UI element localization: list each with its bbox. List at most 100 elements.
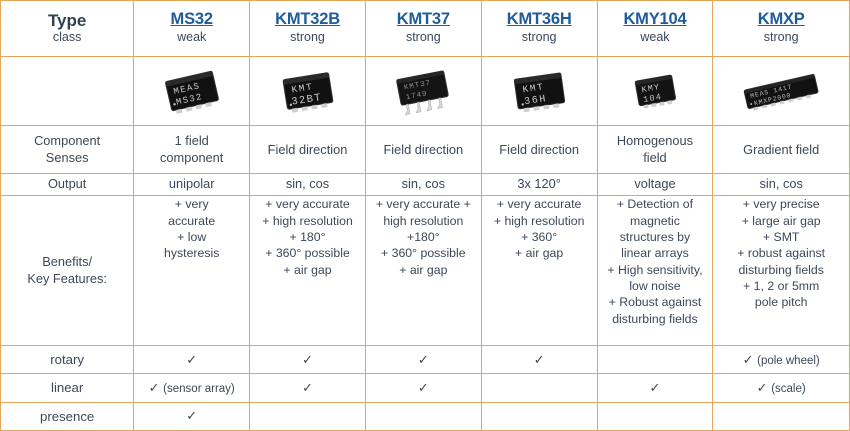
page-title: Type <box>47 11 87 31</box>
senses-kmt36h: Field direction <box>480 125 598 174</box>
benefits-kmt32b: + very accurate + high resolution + 180°… <box>249 195 366 346</box>
check-icon: ✓ <box>742 351 754 367</box>
chip-cell-kmt32b: KMT 32BT <box>249 55 366 127</box>
device-class-kmt36h: strong <box>521 30 557 45</box>
presence-kmxp <box>712 401 850 431</box>
senses-kmt32b: Field direction <box>249 125 366 174</box>
header-device-ms32[interactable]: MS32 weak <box>133 0 251 57</box>
table-row-benefits: Benefits/ Key Features: + very accurate … <box>0 195 850 346</box>
check-icon: ✓ <box>302 379 313 395</box>
check-icon: ✓ <box>417 379 429 395</box>
benefits-ms32: + very accurate + low hysteresis <box>133 195 251 346</box>
device-link-kmy104[interactable]: KMY104 <box>623 10 687 29</box>
chip-cell-kmxp: MEAS 1417 KMXP2000 <box>712 55 850 127</box>
row-label-benefits: Benefits/ Key Features: <box>0 195 135 346</box>
check-icon: ✓ <box>649 379 661 395</box>
table-row-presence: presence ✓ <box>0 401 850 431</box>
device-link-kmt37[interactable]: KMT37 <box>396 10 450 29</box>
header-device-kmxp[interactable]: KMXP strong <box>712 0 850 57</box>
header-device-kmt32b[interactable]: KMT32B strong <box>249 0 366 57</box>
check-icon: ✓ <box>186 408 198 424</box>
rotary-kmxp: ✓ (pole wheel) <box>712 344 850 375</box>
device-class-ms32: weak <box>177 30 207 45</box>
linear-kmt32b: ✓ <box>249 373 366 403</box>
presence-kmt32b <box>249 401 366 431</box>
device-link-kmxp[interactable]: KMXP <box>757 10 805 29</box>
output-ms32: unipolar <box>133 172 251 197</box>
senses-kmxp: Gradient field <box>712 125 850 174</box>
presence-ms32: ✓ <box>133 401 251 431</box>
table-chip-photo-row: MEAS MS32 <box>0 55 850 127</box>
chip-cell-kmy104: KMY 104 <box>596 55 714 127</box>
chip-kmt36h-icon: KMT 36H <box>514 72 566 113</box>
output-kmt37: sin, cos <box>364 172 482 197</box>
chip-kmt32b-icon: KMT 32BT <box>282 72 333 113</box>
linear-ms32: ✓ (sensor array) <box>133 373 251 403</box>
table-row-output: Output unipolar sin, cos sin, cos 3x 120… <box>0 172 850 197</box>
presence-kmy104 <box>596 401 714 431</box>
presence-kmt36h <box>480 401 598 431</box>
rotary-kmt36h: ✓ <box>480 344 598 375</box>
row-label-presence: presence <box>0 401 135 431</box>
check-icon: ✓ <box>148 379 160 395</box>
senses-ms32: 1 field component <box>133 125 251 174</box>
rotary-kmt37: ✓ <box>364 344 482 375</box>
linear-kmy104: ✓ <box>596 373 714 403</box>
device-link-ms32[interactable]: MS32 <box>170 10 214 29</box>
check-icon: ✓ <box>302 351 313 367</box>
row-label-component-senses: Component Senses <box>0 125 135 174</box>
check-icon: ✓ <box>186 351 198 367</box>
row-label-rotary: rotary <box>0 344 135 375</box>
output-kmxp: sin, cos <box>712 172 850 197</box>
device-class-kmt32b: strong <box>290 30 325 45</box>
rotary-ms32: ✓ <box>133 344 251 375</box>
chip-cell-kmt36h: KMT 36H <box>480 55 598 127</box>
benefits-kmt37: + very accurate + high resolution +180° … <box>364 195 482 346</box>
table-row-component-senses: Component Senses 1 field component Field… <box>0 125 850 174</box>
device-link-kmt32b[interactable]: KMT32B <box>275 10 340 29</box>
chip-kmy104-icon: KMY 104 <box>634 74 676 109</box>
header-class-label: class <box>52 30 82 45</box>
svg-text:36H: 36H <box>524 94 548 108</box>
output-kmt36h: 3x 120° <box>480 172 598 197</box>
chip-ms32-icon: MEAS MS32 <box>164 70 219 114</box>
header-device-kmt36h[interactable]: KMT36H strong <box>480 0 598 57</box>
header-device-kmy104[interactable]: KMY104 weak <box>596 0 714 57</box>
rotary-kmy104 <box>596 344 714 375</box>
rotary-note-kmxp: (pole wheel) <box>757 354 820 367</box>
check-icon: ✓ <box>533 351 545 367</box>
linear-kmt36h <box>480 373 598 403</box>
benefits-kmxp: + very precise + large air gap + SMT + r… <box>712 195 850 346</box>
table-header-row: Type class MS32 weak KMT32B strong KMT37… <box>0 0 850 57</box>
row-label-output: Output <box>0 172 135 197</box>
svg-text:KMT: KMT <box>290 81 313 95</box>
svg-text:32BT: 32BT <box>290 92 322 109</box>
device-class-kmy104: weak <box>640 30 670 45</box>
svg-text:104: 104 <box>642 92 662 105</box>
chip-cell-kmt37: KMT37 1749 <box>364 55 482 127</box>
chip-kmxp-icon: MEAS 1417 KMXP2000 <box>743 74 819 111</box>
header-device-kmt37[interactable]: KMT37 strong <box>364 0 482 57</box>
linear-note-kmxp: (scale) <box>771 382 806 395</box>
table-row-rotary: rotary ✓ ✓ ✓ ✓ ✓ (pole wheel) <box>0 344 850 375</box>
row-label-linear: linear <box>0 373 135 403</box>
benefits-kmt36h: + very accurate + high resolution + 360°… <box>480 195 598 346</box>
benefits-kmy104: + Detection of magnetic structures by li… <box>596 195 714 346</box>
device-link-kmt36h[interactable]: KMT36H <box>506 10 572 29</box>
header-type-cell: Type class <box>0 0 135 57</box>
check-icon: ✓ <box>417 351 429 367</box>
table-row-linear: linear ✓ (sensor array) ✓ ✓ ✓ ✓ (scale) <box>0 373 850 403</box>
svg-text:KMT: KMT <box>522 81 545 95</box>
senses-kmt37: Field direction <box>364 125 482 174</box>
linear-kmt37: ✓ <box>364 373 482 403</box>
chip-row-empty-label <box>0 55 135 127</box>
linear-note-ms32: (sensor array) <box>163 382 235 395</box>
chip-kmt37-icon: KMT37 1749 <box>396 70 449 116</box>
senses-kmy104: Homogenous field <box>596 125 714 174</box>
device-class-kmxp: strong <box>763 30 799 45</box>
output-kmt32b: sin, cos <box>249 172 366 197</box>
device-class-kmt37: strong <box>405 30 441 45</box>
output-kmy104: voltage <box>596 172 714 197</box>
linear-kmxp: ✓ (scale) <box>712 373 850 403</box>
